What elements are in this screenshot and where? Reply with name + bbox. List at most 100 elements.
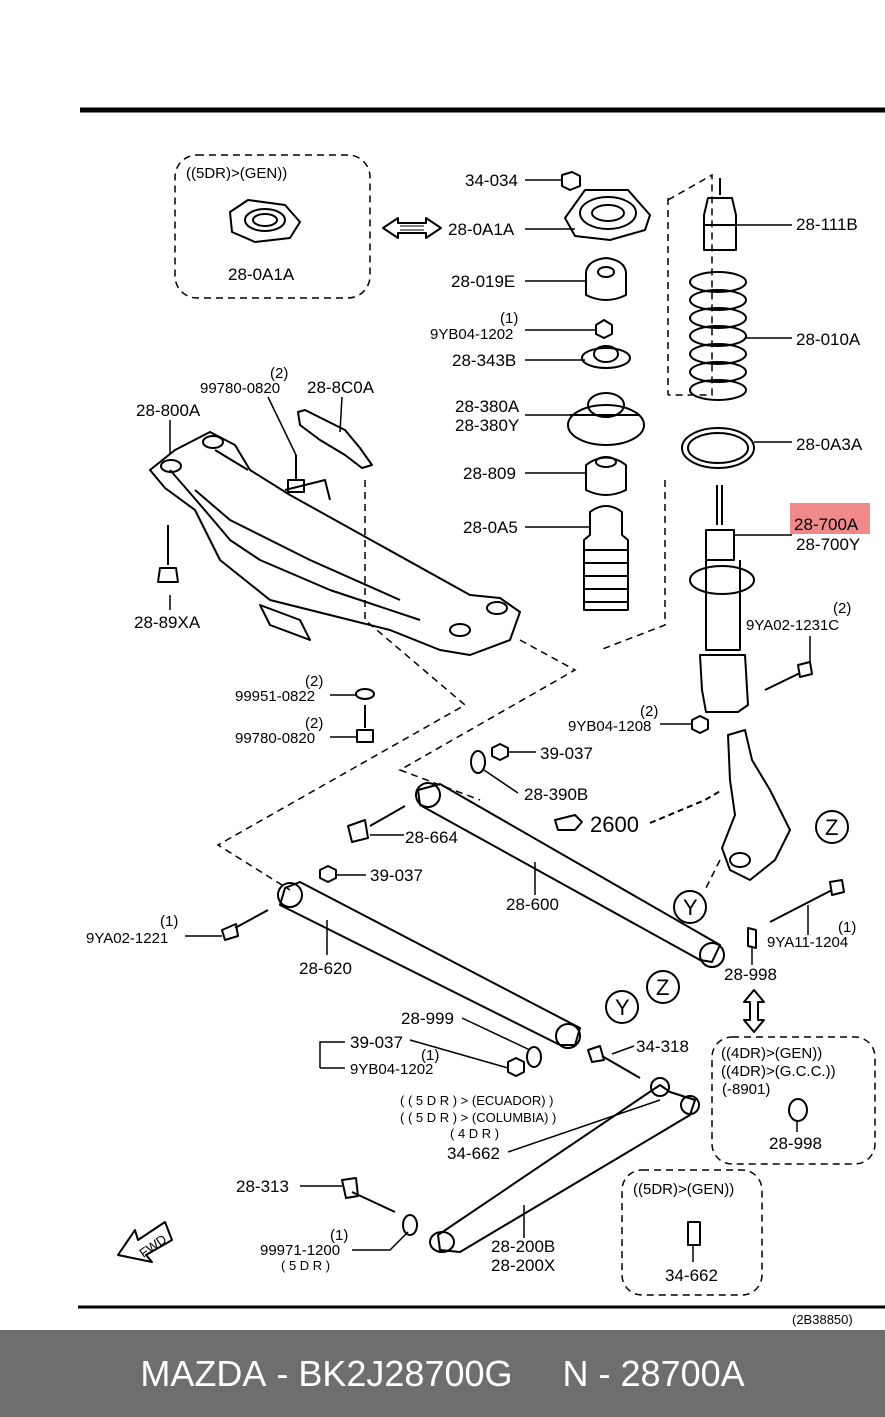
group-box-4dr [711,1036,876,1165]
part-28-800a: 28-800A [136,401,201,420]
bracket-28-8c0a [297,409,373,469]
part-34-662: 34-662 [447,1144,500,1163]
bushing-39-037-top [491,743,509,761]
group-label-5dr-gen-top: ((5DR)>(GEN)) [186,165,287,182]
part-28-0a3a: 28-0A3A [796,435,863,454]
part-28-998: 28-998 [724,965,777,984]
part-28-343b: 28-343B [452,351,516,370]
part-99971-1200: 99971-1200 [260,1242,340,1259]
callout-z1: Z [825,815,838,840]
shock-absorber-28-700a [689,485,755,713]
nut-34-034 [561,171,581,191]
part-28-998-box: 28-998 [769,1134,822,1153]
note-4dr: ( 4 D R ) [450,1126,499,1141]
part-28-390b: 28-390B [524,785,588,804]
bolt-9ya11-1204 [769,879,845,923]
part-28-700a: 28-700A [794,515,859,534]
washer-28-999 [526,1046,542,1068]
footer-bar: MAZDA - BK2J28700G N - 28700A [0,1330,885,1417]
part-39-037-top: 39-037 [540,744,593,763]
fwd-arrow-icon [117,1221,173,1263]
bolt-99780-0820-lower [356,705,374,743]
qty-9ya11-1204: (1) [838,919,856,936]
bound-stopper-28-809 [585,456,627,496]
nut-9yb04-1202 [595,319,613,339]
qty-9yb04-1208: (2) [640,703,658,720]
updown-arrow-icon [743,989,765,1033]
part-28-620: 28-620 [299,959,352,978]
part-28-010a: 28-010A [796,330,861,349]
bump-rubber-illustration [585,257,627,301]
part-28-664: 28-664 [405,828,458,847]
part-28-200b: 28-200B [491,1237,555,1256]
group-label-4dr-gcc: ((4DR)>(G.C.C.)) [721,1063,836,1080]
part-99780-0820-upper: 99780-0820 [200,380,280,397]
part-9yb04-1202-lower: 9YB04-1202 [350,1061,433,1078]
part-34-034: 34-034 [465,171,518,190]
nut-9yb04-1208 [691,715,709,734]
rear-crossmember-illustration [149,431,521,656]
bolt-99780-0820-upper [287,455,305,493]
washer-28-998 [747,927,757,949]
knuckle-guide [704,859,721,891]
crossmember-guide-1 [398,639,577,801]
group-label-8901: (-8901) [722,1081,770,1098]
part-28-0a5: 28-0A5 [463,518,518,537]
callout-circle-z1 [815,810,849,844]
qty-99951-0822: (2) [305,673,323,690]
footer-gap [513,1353,563,1395]
coil-spring-28-010a [689,271,747,401]
part-9ya11-1204: 9YA11-1204 [767,934,848,951]
nut-9yb04-1202-lower [507,1057,525,1077]
footer-sep: - [266,1352,299,1394]
group-label-5dr-gen-bottom: ((5DR)>(GEN)) [633,1181,734,1198]
part-9yb04-1208: 9YB04-1208 [568,718,651,735]
lateral-link-28-620 [277,881,581,1049]
bracket-34-662-box [687,1221,701,1246]
group-box-5dr-gen-top [174,154,371,299]
part-9yb04-1202: 9YB04-1202 [430,326,513,343]
group-box-5dr-gen-bottom [621,1169,763,1296]
part-28-019e: 28-019E [451,272,515,291]
part-34-318: 34-318 [636,1037,689,1056]
pointer-2600-leader [649,789,723,824]
bolt-28-313 [341,1177,396,1213]
reference-2600: 2600 [590,812,639,837]
qty-9yb04-1202-lower: (1) [421,1047,439,1064]
part-28-8c0a: 28-8C0A [307,378,375,397]
diagram-id: (2B38850) [792,1312,853,1327]
group-label-4dr-gen: ((4DR)>(GEN)) [721,1045,822,1062]
part-28-111b: 28-111B [796,215,858,234]
callout-z2: Z [656,975,669,1000]
part-9ya02-1231c: 9YA02-1231C [746,617,839,634]
bolt-9ya02-1221 [221,909,269,941]
spring-seat-28-0a3a [681,427,755,469]
part-34-662-box: 34-662 [665,1266,718,1285]
washer-28-390b [470,750,486,774]
qty-99780-0820-lower: (2) [305,715,323,732]
strut-group-outline [667,173,713,396]
part-28-380a: 28-380A [455,397,520,416]
part-28-313: 28-313 [236,1177,289,1196]
footer-ref: N - 28700A [562,1352,745,1394]
part-28-999: 28-999 [401,1009,454,1028]
bushing-39-037-middle [319,865,337,883]
double-arrow-icon [382,217,442,239]
upper-mount-illustration [564,189,651,241]
part-28-200x: 28-200X [491,1256,555,1275]
qty-9yb04-1202: (1) [500,310,518,327]
part-39-037-middle: 39-037 [370,866,423,885]
part-28-0a1a-box: 28-0A1A [228,265,295,284]
qty-9ya02-1221: (1) [160,913,178,930]
callout-circle-y1 [673,890,707,924]
washer-28-998-box [788,1098,808,1122]
dust-boot-guide [599,480,666,651]
part-39-037-lower: 39-037 [350,1033,403,1052]
part-9ya02-1221: 9YA02-1221 [86,930,168,947]
note-ecuador: ( ( 5 D R ) > (ECUADOR) ) [400,1093,553,1108]
note-5dr: ( 5 D R ) [281,1258,330,1273]
part-28-0a1a: 28-0A1A [448,220,515,239]
part-28-380y: 28-380Y [455,416,519,435]
footer-make: MAZDA [140,1352,267,1394]
part-99780-0820-lower: 99780-0820 [235,730,315,747]
